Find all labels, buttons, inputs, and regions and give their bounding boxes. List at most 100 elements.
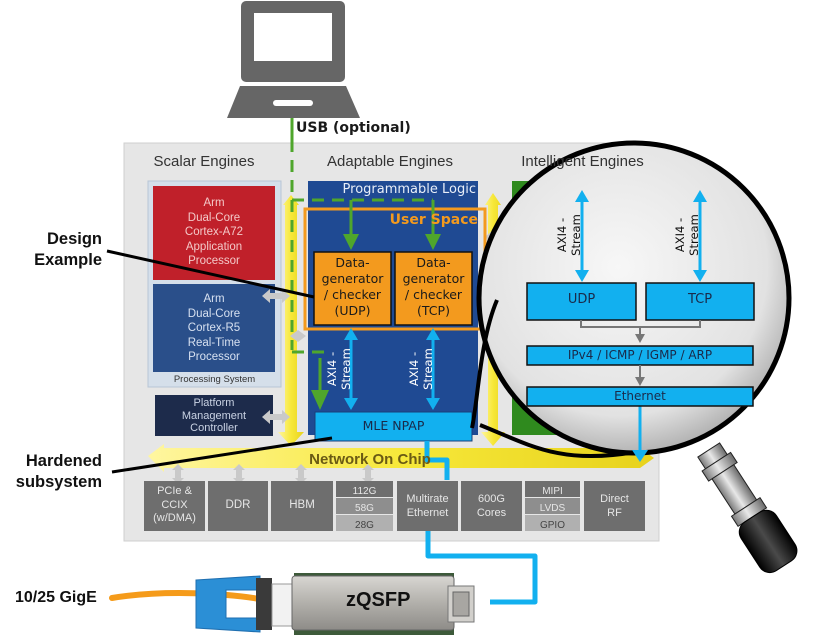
processing-system-label: Processing System [173,374,256,385]
io-label-line: RF [607,507,622,519]
io-label-line: PCIe & [157,485,192,497]
tcp-generator-line: / checker [404,287,463,302]
io-direct-rf-label: Direct RF [584,492,645,520]
io-label-line: CCIX [161,498,188,511]
lens-tcp-stream-label: AXI4 - Stream [673,202,701,268]
apu-label: Arm Dual-Core Cortex-A72 Application Pro… [153,196,275,269]
hardened-subsystem-pointer [111,436,333,474]
lens-tcp-label: TCP [687,292,713,307]
io-label-line: 600G [478,493,505,505]
pl-udp-stream-label: AXI4 - Stream [325,336,353,402]
callout-line: Design [46,230,102,248]
apu-label-line: Arm [203,197,225,209]
udp-generator-line: / checker [323,287,382,302]
stream-label-line: Stream [569,214,583,256]
apu-label-line: Application [185,240,243,253]
io-label-line: Multirate [406,493,449,505]
mle-npap-block [314,411,473,442]
usb-arrowheads [311,234,441,410]
noc-label: Network On Chip [309,451,431,468]
zqsfp-module [195,573,475,635]
rpu-label-line: Real-Time [187,336,241,349]
udp-generator-block [313,251,392,326]
lens-udp-stream-label: AXI4 - Stream [555,202,583,268]
pmc-block [155,395,273,436]
callout-line: Example [34,251,102,269]
stream-label-line: AXI4 - [407,351,421,387]
stream-label-line: Stream [687,214,701,256]
intelligent-engines-heading: Intelligent Engines [521,153,644,170]
io-mipi: MIPI [542,486,563,497]
tcp-generator-block [394,251,473,326]
stream-label-line: AXI4 - [555,217,569,253]
io-multirate-ethernet-label: Multirate Ethernet [397,492,458,520]
noc-connectors [172,464,374,484]
io-mipi-lvds-gpio-label: MIPI LVDS GPIO [525,483,580,534]
tcp-generator-line: Data- [416,255,451,270]
udp-generator-line: Data- [335,255,370,270]
fiber-cable [109,590,278,605]
design-example-pointer [106,249,315,299]
laptop-icon [227,1,360,118]
rpu-label-line: Cortex-R5 [187,322,241,334]
io-pcie-label: PCIe & CCIX (w/DMA) [144,485,205,526]
rpu-label-line: Processor [188,351,240,363]
udp-generator-line: (UDP) [334,303,371,318]
apu-label-line: Processor [188,255,240,267]
io-serdes-28g: 28G [355,520,374,531]
stream-label-line: AXI4 - [325,351,339,387]
pmc-label-line: Platform [193,397,235,409]
io-hbm-label: HBM [289,499,315,511]
usb-label: USB (optional) [296,120,411,136]
tcp-generator-line: generator [402,271,465,286]
rpu-block [153,284,275,372]
lens-connector-lower [479,423,636,459]
tcp-generator-line: (TCP) [417,303,450,318]
pl-stream-arrows [344,328,440,410]
io-ddr-label: DDR [225,499,251,511]
apu-label-line: Cortex-A72 [184,226,244,238]
noc-bus [148,444,654,472]
io-label-line: Direct [600,493,629,505]
io-lvds: LVDS [539,503,566,514]
hardened-subsystem-callout: Hardened subsystem [0,451,102,493]
io-gpio: GPIO [539,520,565,531]
lens-content [526,190,755,462]
io-serdes-58g: 58G [355,503,374,514]
rpu-label-line: Arm [203,293,225,305]
io-label-line: (w/DMA) [153,512,196,524]
io-label-line: Ethernet [406,507,449,519]
tcp-generator-label: Data- generator / checker (TCP) [395,255,472,319]
zqsfp-label: zQSFP [346,589,411,611]
callout-line: subsystem [15,473,102,491]
lens-connector-upper [470,299,499,429]
io-serdes-112g: 112G [352,486,377,497]
rpu-label: Arm Dual-Core Cortex-R5 Real-Time Proces… [153,292,275,365]
rpu-label-line: Dual-Core [187,307,241,320]
adaptable-engines-heading: Adaptable Engines [327,153,453,170]
user-space-label: User Space [389,212,478,228]
io-blocks [144,481,645,531]
udp-generator-line: generator [321,271,384,286]
stream-label-line: Stream [421,348,435,390]
magnifier-handle [697,442,798,574]
mle-npap-label: MLE NPAP [362,418,425,433]
gige-speed-label: 10/25 GigE [15,589,97,606]
pmc-label: Platform Management Controller [155,397,273,435]
programmable-logic-label: Programmable Logic [342,182,476,197]
udp-generator-label: Data- generator / checker (UDP) [314,255,391,319]
lens-udp-label: UDP [567,292,596,307]
lens-ethernet-label: Ethernet [614,389,666,403]
apu-label-line: Dual-Core [187,211,241,224]
lens-ethernet-block [526,386,754,407]
stream-label-line: Stream [339,348,353,390]
ethernet-route [424,441,538,605]
stream-label-line: AXI4 - [673,217,687,253]
io-serdes-label: 112G 58G 28G [336,483,393,534]
callout-line: Hardened [25,452,102,470]
io-label-line: Cores [476,507,507,519]
scalar-engines-heading: Scalar Engines [153,153,255,170]
design-example-callout: Design Example [0,229,102,271]
pmc-label-line: Management [181,409,247,422]
